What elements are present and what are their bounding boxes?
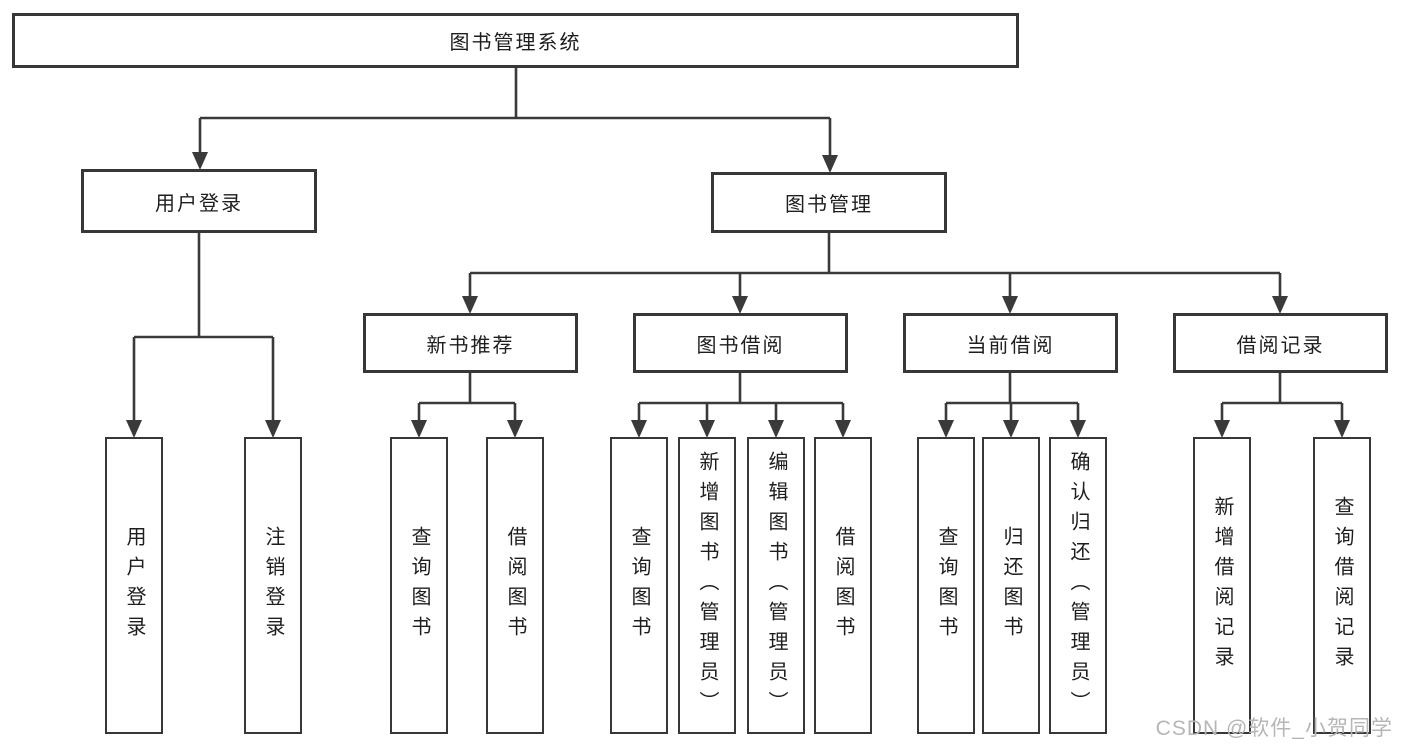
- node-login-logout-label: 注销登录: [262, 525, 284, 646]
- arrowhead-icons: [126, 152, 1350, 438]
- node-login-logout: 注销登录: [244, 437, 302, 734]
- node-current-confirm-return-admin: 确认归还（管理员）: [1049, 437, 1107, 734]
- node-borrowing-records: 借阅记录: [1173, 313, 1388, 373]
- node-recommend-borrow-books-label: 借阅图书: [504, 525, 526, 646]
- node-current-return-books-label: 归还图书: [1000, 525, 1022, 646]
- node-root-system: 图书管理系统: [12, 13, 1019, 68]
- node-book-borrowing-label: 图书借阅: [696, 334, 785, 357]
- node-new-book-recommend: 新书推荐: [363, 313, 578, 373]
- node-user-login-group-label: 用户登录: [155, 192, 243, 215]
- csdn-watermark: CSDN @软件_小贺同学: [1155, 717, 1393, 740]
- node-current-query-books: 查询图书: [917, 437, 975, 734]
- node-book-management-label: 图书管理: [785, 194, 873, 216]
- node-new-book-recommend-label: 新书推荐: [426, 334, 515, 357]
- node-records-add-record: 新增借阅记录: [1193, 437, 1251, 734]
- node-borrow-add-books-admin-label: 新增图书（管理员）: [696, 450, 718, 721]
- node-current-return-books: 归还图书: [982, 437, 1040, 734]
- node-recommend-query-books-label: 查询图书: [408, 525, 430, 646]
- node-borrow-edit-books-admin-label: 编辑图书（管理员）: [765, 450, 787, 721]
- node-borrow-query-books: 查询图书: [610, 437, 668, 734]
- node-book-borrowing: 图书借阅: [633, 313, 848, 373]
- node-borrow-query-books-label: 查询图书: [628, 525, 650, 646]
- node-records-query-record-label: 查询借阅记录: [1331, 495, 1353, 676]
- node-book-management: 图书管理: [711, 172, 947, 233]
- node-borrow-borrow-books: 借阅图书: [814, 437, 872, 734]
- node-borrow-edit-books-admin: 编辑图书（管理员）: [747, 437, 805, 734]
- node-records-query-record: 查询借阅记录: [1313, 437, 1371, 734]
- node-login-user-login: 用户登录: [105, 437, 163, 734]
- node-root-label: 图书管理系统: [449, 32, 582, 54]
- node-records-add-record-label: 新增借阅记录: [1211, 495, 1233, 676]
- node-user-login-group: 用户登录: [81, 169, 317, 233]
- node-current-query-books-label: 查询图书: [935, 525, 957, 646]
- node-login-user-login-label: 用户登录: [123, 525, 145, 646]
- node-recommend-query-books: 查询图书: [390, 437, 448, 734]
- node-borrow-add-books-admin: 新增图书（管理员）: [678, 437, 736, 734]
- node-borrow-borrow-books-label: 借阅图书: [832, 525, 854, 646]
- node-current-borrowing: 当前借阅: [903, 313, 1118, 373]
- node-current-confirm-return-admin-label: 确认归还（管理员）: [1067, 450, 1089, 721]
- node-recommend-borrow-books: 借阅图书: [486, 437, 544, 734]
- node-borrowing-records-label: 借阅记录: [1236, 334, 1325, 357]
- node-current-borrowing-label: 当前借阅: [966, 334, 1055, 357]
